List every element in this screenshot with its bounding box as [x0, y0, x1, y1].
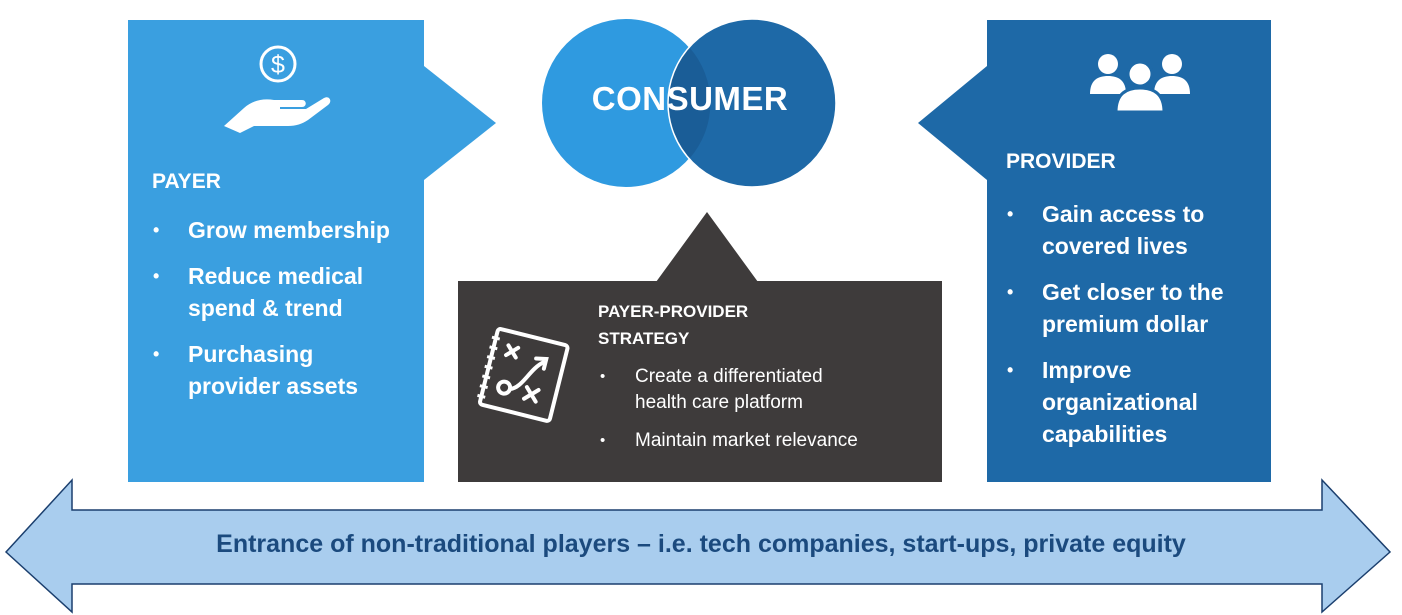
strategy-playbook-icon [477, 327, 570, 423]
consumer-venn [542, 18, 837, 188]
payer-bullet-item-line: provider assets [188, 373, 359, 399]
bullet-dot: • [1007, 204, 1014, 224]
strategy-bullet-item: • Create a differentiated health care plat… [598, 364, 938, 416]
payer-panel [128, 20, 424, 482]
provider-arrow [918, 66, 987, 180]
payer-bullet-item-line: Grow membership [188, 217, 390, 243]
payer-bullet-item-line: Reduce medical [188, 263, 364, 289]
provider-bullet-item-line: Get closer to the [1042, 279, 1224, 305]
bullet-dot: • [153, 344, 160, 364]
strategy-panel [458, 281, 942, 482]
provider-bullet-item-line: Improve [1042, 357, 1132, 383]
strategy-bullet-item-line: Maintain market relevance [635, 430, 858, 451]
payer-bullet-item: • Grow membership [150, 214, 420, 246]
provider-bullet-item: • Improve organizational capabilities [1004, 354, 1266, 450]
provider-bullet-item-line: Gain access to [1042, 201, 1205, 227]
strategy-title-line2: STRATEGY [598, 329, 690, 348]
bullet-dot: • [153, 266, 160, 286]
strategy-pointer [656, 212, 758, 282]
hand-dollar-icon: $ [224, 45, 331, 133]
bullet-dot: • [153, 220, 160, 240]
bullet-dot: • [600, 432, 606, 449]
provider-bullet-item: • Gain access to covered lives [1004, 198, 1266, 262]
consumer-label: CONSUMER [591, 80, 789, 117]
payer-bullet-item-line: Purchasing [188, 341, 314, 367]
provider-bullet-item: • Get closer to the premium dollar [1004, 276, 1266, 340]
bullet-dot: • [1007, 360, 1014, 380]
provider-title: PROVIDER [1006, 150, 1116, 173]
banner-text: Entrance of non-traditional players – i.… [216, 530, 1186, 558]
strategy-title: PAYER-PROVIDER STRATEGY [598, 298, 748, 352]
strategy-list: • Create a differentiated health care plat… [598, 364, 938, 466]
double-arrow-banner [4, 478, 1392, 614]
provider-bullet-item-line: capabilities [1042, 421, 1168, 447]
payer-title: PAYER [152, 170, 221, 193]
people-group-icon [1090, 54, 1190, 112]
provider-bullet-item-line: organizational [1042, 389, 1198, 415]
provider-bullet-item-line: covered lives [1042, 233, 1188, 259]
strategy-bullet-item: • Maintain market relevance [598, 428, 938, 454]
payer-list: • Grow membership • Reduce medical spend & t… [150, 214, 420, 416]
provider-list: • Gain access to covered lives • Get closer … [1004, 198, 1266, 464]
svg-text:$: $ [271, 51, 285, 79]
bullet-dot: • [600, 368, 606, 385]
provider-bullet-item-line: premium dollar [1042, 311, 1209, 337]
payer-arrow [424, 66, 496, 180]
bullet-dot: • [1007, 282, 1014, 302]
strategy-bullet-item-line: Create a differentiated [635, 366, 823, 387]
strategy-bullet-item-line: health care platform [635, 392, 803, 413]
payer-bullet-item-line: spend & trend [188, 295, 343, 321]
payer-bullet-item: • Reduce medical spend & trend [150, 260, 420, 324]
payer-bullet-item: • Purchasing provider assets [150, 338, 420, 402]
strategy-title-line1: PAYER-PROVIDER [598, 302, 749, 321]
